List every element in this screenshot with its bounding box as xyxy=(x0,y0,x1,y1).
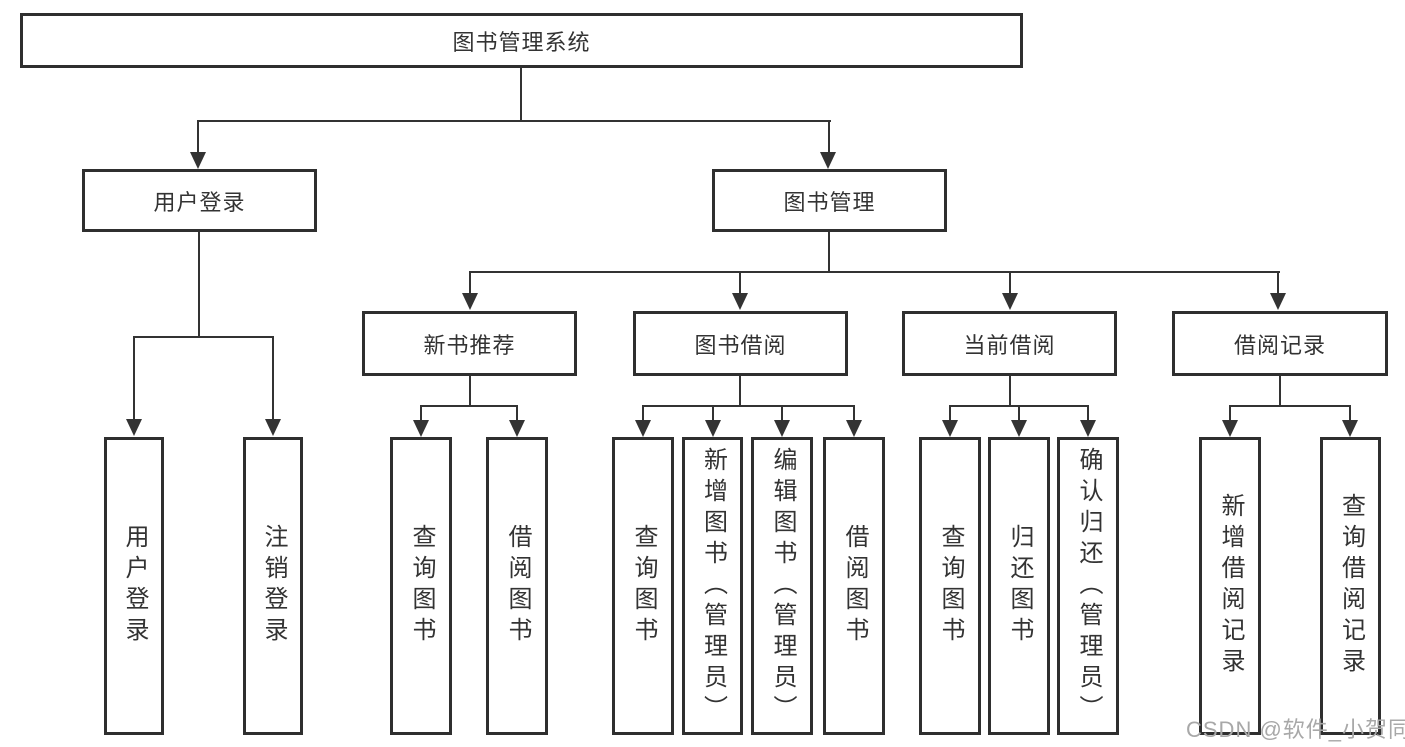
connector-line xyxy=(197,120,199,154)
connector-line xyxy=(1229,405,1231,421)
arrowhead-icon xyxy=(265,419,281,436)
arrowhead-icon xyxy=(1011,420,1027,437)
leaf-user-login: 用户登录 xyxy=(104,437,164,735)
connector-line xyxy=(1087,405,1089,421)
arrowhead-icon xyxy=(1080,420,1096,437)
node-new-book-recommend-label: 新书推荐 xyxy=(423,332,516,358)
connector-line xyxy=(1229,405,1351,407)
leaf-borrow-edit-books-admin: 编辑图书（管理员） xyxy=(751,437,813,735)
connector-line xyxy=(469,271,1280,273)
connector-line xyxy=(272,336,274,420)
arrowhead-icon xyxy=(1270,293,1286,310)
arrowhead-icon xyxy=(732,293,748,310)
leaf-current-return-books: 归还图书 xyxy=(988,437,1050,735)
leaf-newrec-borrow-books: 借阅图书 xyxy=(486,437,548,735)
connector-line xyxy=(520,68,522,122)
leaf-current-confirm-return-admin: 确认归还（管理员） xyxy=(1057,437,1119,735)
connector-line xyxy=(739,271,741,295)
arrowhead-icon xyxy=(705,420,721,437)
node-root-label: 图书管理系统 xyxy=(452,29,591,55)
arrowhead-icon xyxy=(1342,420,1358,437)
arrowhead-icon xyxy=(942,420,958,437)
connector-line xyxy=(828,232,830,273)
arrowhead-icon xyxy=(126,419,142,436)
node-current-borrow-label: 当前借阅 xyxy=(963,332,1056,358)
arrowhead-icon xyxy=(1222,420,1238,437)
arrowhead-icon xyxy=(774,420,790,437)
watermark: CSDN @软件_小贺同学 xyxy=(1186,717,1405,742)
node-book-management: 图书管理 xyxy=(712,169,947,232)
connector-line xyxy=(1279,376,1281,407)
arrowhead-icon xyxy=(846,420,862,437)
arrowhead-icon xyxy=(635,420,651,437)
node-user-login-label: 用户登录 xyxy=(153,189,246,215)
arrowhead-icon xyxy=(1002,293,1018,310)
arrowhead-icon xyxy=(509,420,525,437)
connector-line xyxy=(828,120,830,154)
connector-line xyxy=(1349,405,1351,421)
connector-line xyxy=(949,405,951,421)
connector-line xyxy=(1018,405,1020,421)
connector-line xyxy=(133,336,274,338)
node-book-borrow-label: 图书借阅 xyxy=(694,332,787,358)
node-root: 图书管理系统 xyxy=(20,13,1023,68)
node-current-borrow: 当前借阅 xyxy=(902,311,1117,376)
connector-line xyxy=(420,405,422,421)
arrowhead-icon xyxy=(462,293,478,310)
leaf-records-add-record: 新增借阅记录 xyxy=(1199,437,1261,735)
leaf-borrow-add-books-admin: 新增图书（管理员） xyxy=(682,437,743,735)
leaf-newrec-query-books: 查询图书 xyxy=(390,437,452,735)
connector-line xyxy=(198,232,200,338)
node-book-management-label: 图书管理 xyxy=(783,189,876,215)
leaf-logout: 注销登录 xyxy=(243,437,303,735)
connector-line xyxy=(1277,271,1279,295)
arrowhead-icon xyxy=(820,152,836,169)
node-user-login: 用户登录 xyxy=(82,169,317,232)
connector-line xyxy=(642,405,855,407)
connector-line xyxy=(197,120,831,122)
leaf-borrow-query-books: 查询图书 xyxy=(612,437,674,735)
node-new-book-recommend: 新书推荐 xyxy=(362,311,577,376)
leaf-borrow-borrow-books: 借阅图书 xyxy=(823,437,885,735)
node-borrow-records-label: 借阅记录 xyxy=(1233,332,1326,358)
connector-line xyxy=(469,271,471,295)
leaf-records-query-record: 查询借阅记录 xyxy=(1320,437,1381,735)
node-book-borrow: 图书借阅 xyxy=(633,311,848,376)
node-borrow-records: 借阅记录 xyxy=(1172,311,1388,376)
connector-line xyxy=(712,405,714,421)
leaf-current-query-books: 查询图书 xyxy=(919,437,981,735)
connector-line xyxy=(853,405,855,421)
connector-line xyxy=(642,405,644,421)
connector-line xyxy=(516,405,518,421)
connector-line xyxy=(469,376,471,407)
connector-line xyxy=(420,405,518,407)
connector-line xyxy=(1009,376,1011,407)
arrowhead-icon xyxy=(190,152,206,169)
connector-line xyxy=(781,405,783,421)
connector-line xyxy=(739,376,741,407)
arrowhead-icon xyxy=(413,420,429,437)
connector-line xyxy=(1009,271,1011,295)
connector-line xyxy=(133,336,135,420)
